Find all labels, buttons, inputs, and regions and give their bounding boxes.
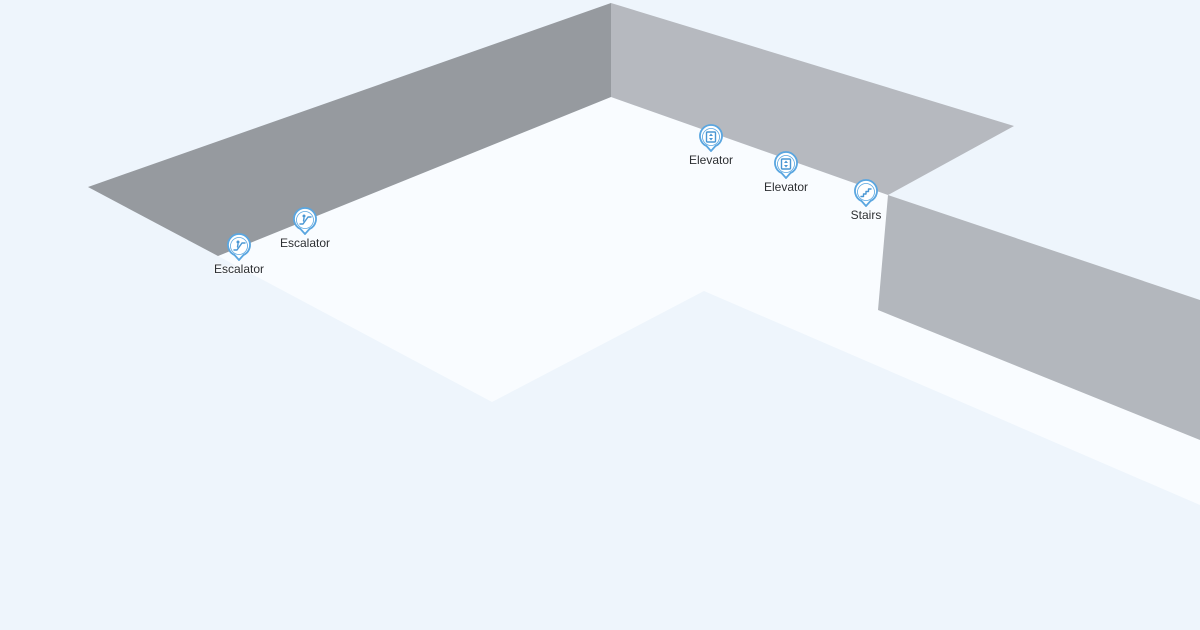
stairs-icon: [854, 179, 878, 207]
poi-elevator[interactable]: Elevator: [736, 151, 836, 211]
escalator-icon: [293, 207, 317, 235]
wall-right: [878, 195, 1200, 440]
floor-area: [218, 97, 1200, 505]
poi-label: Escalator: [213, 262, 265, 276]
poi-label: Stairs: [850, 208, 882, 222]
wall-left: [88, 3, 611, 256]
wall-back: [611, 3, 1014, 195]
escalator-icon: [227, 233, 251, 261]
poi-stairs[interactable]: Stairs: [816, 179, 916, 239]
poi-label: Elevator: [688, 153, 734, 167]
elevator-icon: [699, 124, 723, 152]
poi-label: Elevator: [763, 180, 809, 194]
poi-elevator[interactable]: Elevator: [661, 124, 761, 184]
poi-label: Escalator: [279, 236, 331, 250]
poi-escalator[interactable]: Escalator: [255, 207, 355, 267]
poi-escalator[interactable]: Escalator: [189, 233, 289, 293]
elevator-icon: [774, 151, 798, 179]
